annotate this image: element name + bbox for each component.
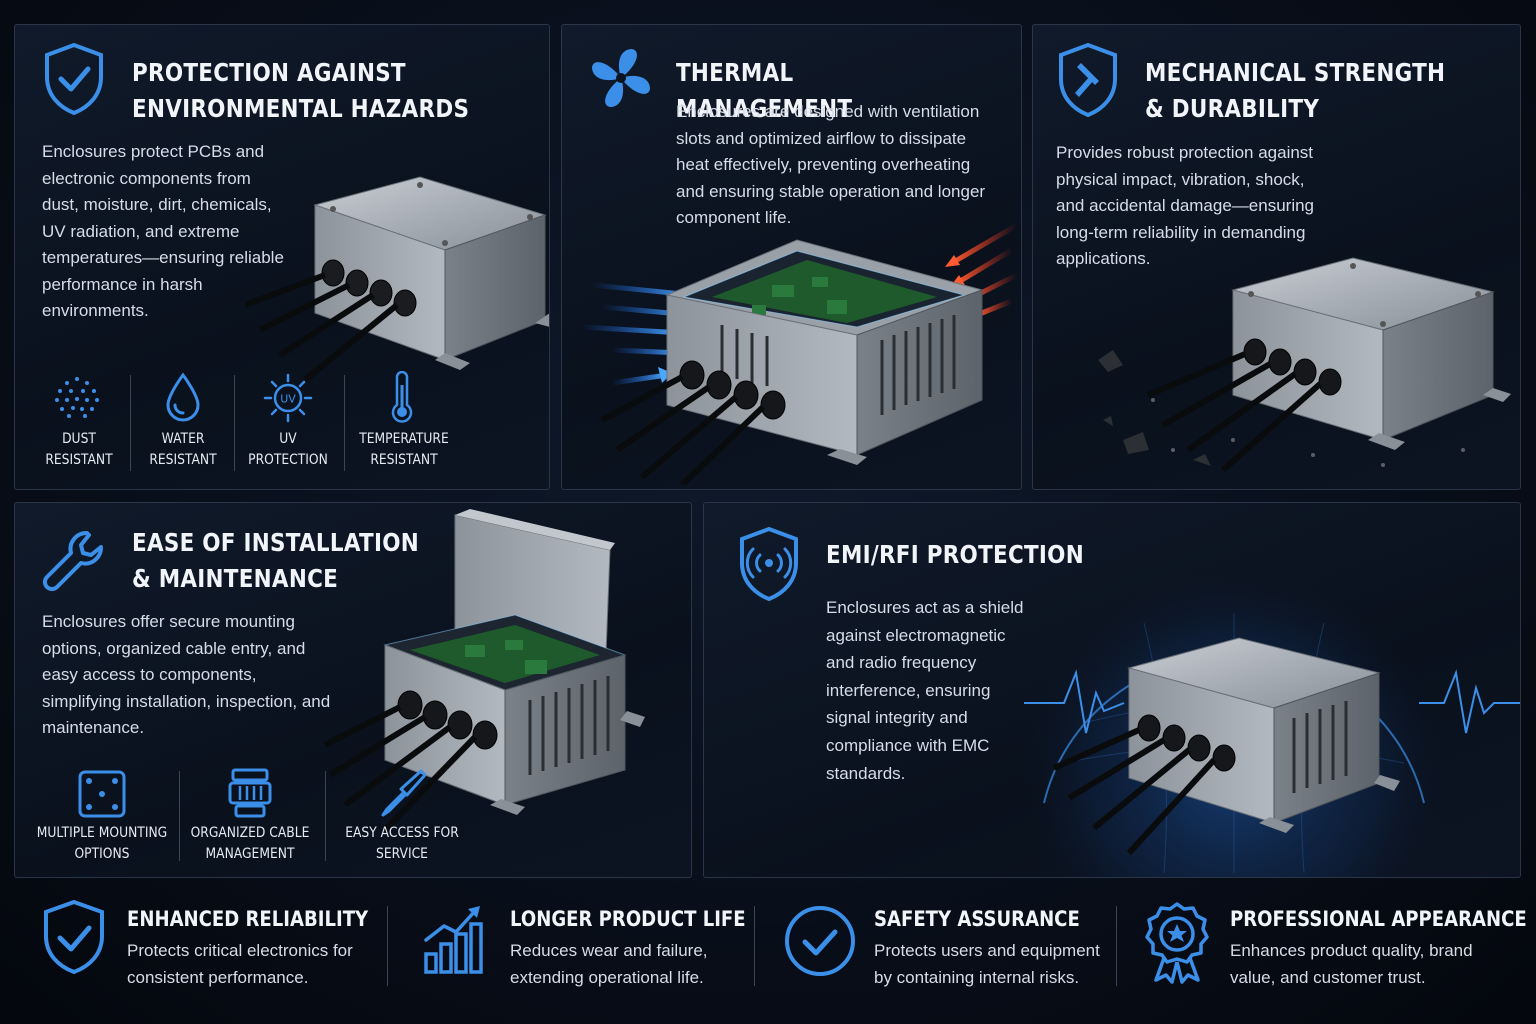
growth-chart-icon [424,906,483,974]
panel-installation: EASE OF INSTALLATION & MAINTENANCE Enclo… [14,502,692,878]
title-line: & DURABILITY [1145,94,1320,123]
label-line: MULTIPLE MOUNTING [36,825,168,841]
open-enclosure-image [323,509,645,833]
panel-description: Enclosures protect PCBs and electronic c… [42,142,284,320]
title-line: PROTECTION AGAINST [132,58,406,87]
divider [325,771,326,861]
shield-signal-icon [740,526,798,602]
label-line: TEMPERATURE [359,431,449,447]
divider [754,906,755,986]
title-line: ENVIRONMENTAL HAZARDS [132,94,470,123]
uv-sun-icon: UV [263,373,313,423]
shield-dome-graphic [1024,573,1520,877]
dust-icon [55,377,99,418]
benefit-title: LONGER PRODUCT LIFE [510,907,746,931]
divider [130,375,131,471]
feature-temperature-label: TEMPERATURE RESISTANT [355,429,454,471]
divider [1116,906,1117,986]
shield-hammer-icon [1059,42,1117,118]
label-line: WATER [161,431,205,447]
wrench-icon [42,531,103,592]
cable-gland-icon [228,768,272,818]
divider [344,375,345,471]
divider [387,906,388,986]
label-line: EASY ACCESS FOR [345,825,459,841]
panel-title: MECHANICAL STRENGTH & DURABILITY [1145,55,1445,127]
fan-icon [592,49,650,107]
uv-icon-text: UV [280,393,296,406]
panel-environmental: PROTECTION AGAINST ENVIRONMENTAL HAZARDS… [14,24,550,490]
feature-service-label: EASY ACCESS FOR SERVICE [341,823,462,865]
feature-cable-label: ORGANIZED CABLE MANAGEMENT [189,823,310,865]
label-line: RESISTANT [149,452,217,468]
panel-mechanical: MECHANICAL STRENGTH & DURABILITY Provide… [1032,24,1521,490]
panel-title: EASE OF INSTALLATION & MAINTENANCE [132,525,419,597]
shield-check-icon [45,42,103,116]
enclosure-airflow-image [579,222,1020,485]
benefit-description: Protects users and equipment by containi… [874,941,1100,987]
feature-uv-label: UV PROTECTION [244,429,332,471]
benefit-title: ENHANCED RELIABILITY [127,907,369,931]
benefit-title: SAFETY ASSURANCE [874,907,1080,931]
label-line: RESISTANT [45,452,113,468]
benefit-description: Reduces wear and failure, extending oper… [510,941,708,987]
divider [234,375,235,471]
label-line: MANAGEMENT [205,846,295,862]
label-line: RESISTANT [370,452,438,468]
panel-title: THERMAL MANAGEMENT [676,58,853,123]
panel-description: Enclosures offer secure mounting options… [42,612,331,737]
benefit-title: PROFESSIONAL APPEARANCE [1230,907,1527,931]
title-line: & MAINTENANCE [132,564,339,593]
panel-description: Enclosures are designed with ventilation… [676,102,986,227]
title-line: EASE OF INSTALLATION [132,528,420,557]
benefit-description: Enhances product quality, brand value, a… [1230,941,1473,987]
enclosure-image [1098,257,1511,473]
feature-water-label: WATER RESISTANT [139,429,227,471]
mounting-plate-icon [78,770,126,818]
label-line: SERVICE [376,846,428,862]
divider [179,771,180,861]
shield-check-icon [44,899,104,975]
benefit-description: Protects critical electronics for consis… [127,941,353,987]
panel-description: Enclosures act as a shield against elect… [826,598,1024,783]
water-drop-icon [166,372,200,422]
feature-dust-label: DUST RESISTANT [35,429,123,471]
thermometer-icon [391,371,413,423]
panel-title: EMI/RFI PROTECTION [826,540,1084,569]
label-line: ORGANIZED CABLE [190,825,310,841]
label-line: UV [279,431,297,447]
label-line: DUST [62,431,96,447]
panel-emi: EMI/RFI PROTECTION Enclosures act as a s… [703,502,1521,878]
title-line: MECHANICAL STRENGTH [1145,58,1446,87]
screwdriver-icon [381,769,427,817]
label-line: PROTECTION [248,452,328,468]
panel-description: Provides robust protection against physi… [1056,143,1315,268]
enclosure-image [245,176,549,383]
feature-mounting-label: MULTIPLE MOUNTING OPTIONS [36,823,168,865]
panel-thermal: THERMAL MANAGEMENT Enclosures are design… [561,24,1022,490]
label-line: OPTIONS [74,846,130,862]
award-ribbon-icon [1145,902,1209,984]
check-circle-icon [785,906,855,976]
panel-title: PROTECTION AGAINST ENVIRONMENTAL HAZARDS [132,55,469,127]
